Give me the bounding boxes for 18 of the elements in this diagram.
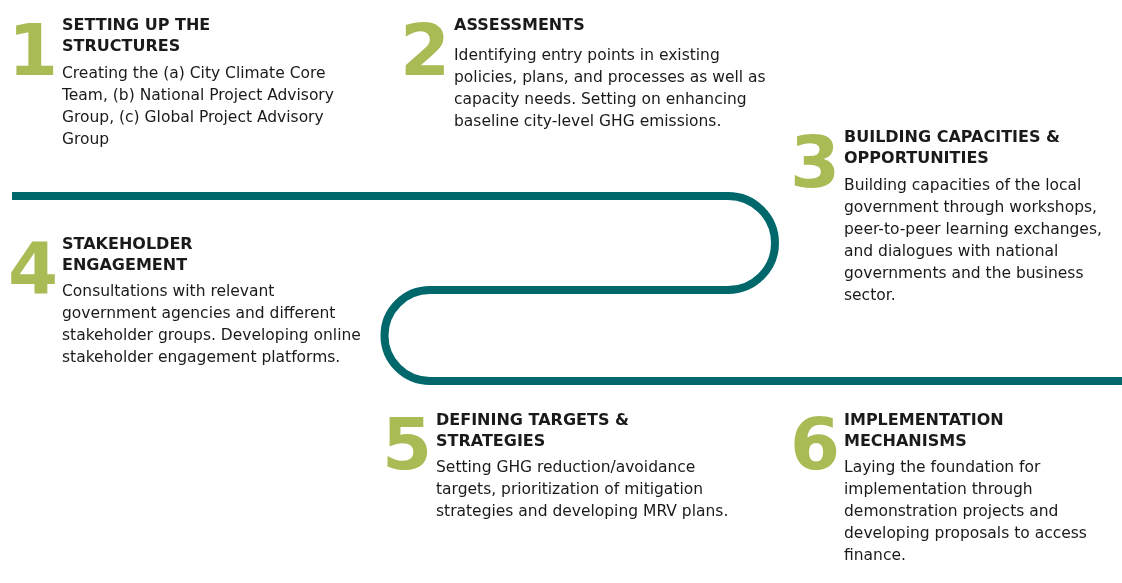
step-description: Consultations with relevant government agencies and different stakeholder groups. Developing online stakeholder engagement platforms.: [62, 281, 362, 368]
step-heading: SETTING UP THE STRUCTURES: [62, 14, 212, 56]
step-description: Building capacities of the local government through workshops, peer-to-peer learning exchanges, and dialogues with national governments and the business sector.: [844, 175, 1103, 306]
step-number: 3: [790, 126, 841, 198]
step-description: Identifying entry points in existing policies, plans, and processes as well as capacity needs. Setting on enhancing baseline city-level GHG emissions.: [454, 45, 767, 132]
step-number: 6: [790, 408, 841, 480]
step-description: Setting GHG reduction/avoidance targets, prioritization of mitigation strategies and developing MRV plans.: [436, 457, 730, 522]
step-heading: ASSESSMENTS: [454, 14, 586, 35]
step-number: 5: [382, 408, 433, 480]
step-number: 4: [8, 232, 59, 304]
step-number: 1: [8, 14, 59, 86]
step-heading: IMPLEMENTATION MECHANISMS: [844, 409, 1005, 451]
step-description: Creating the (a) City Climate Core Team, (b) National Project Advisory Group, (c) Global Project Advisory Group: [62, 63, 335, 150]
step-number: 2: [400, 14, 451, 86]
step-heading: DEFINING TARGETS & STRATEGIES: [436, 409, 630, 451]
step-heading: BUILDING CAPACITIES & OPPORTUNITIES: [844, 126, 1061, 168]
step-heading: STAKEHOLDER ENGAGEMENT: [62, 233, 194, 275]
step-description: Laying the foundation for implementation through demonstration projects and developing proposals to access finance.: [844, 457, 1088, 566]
